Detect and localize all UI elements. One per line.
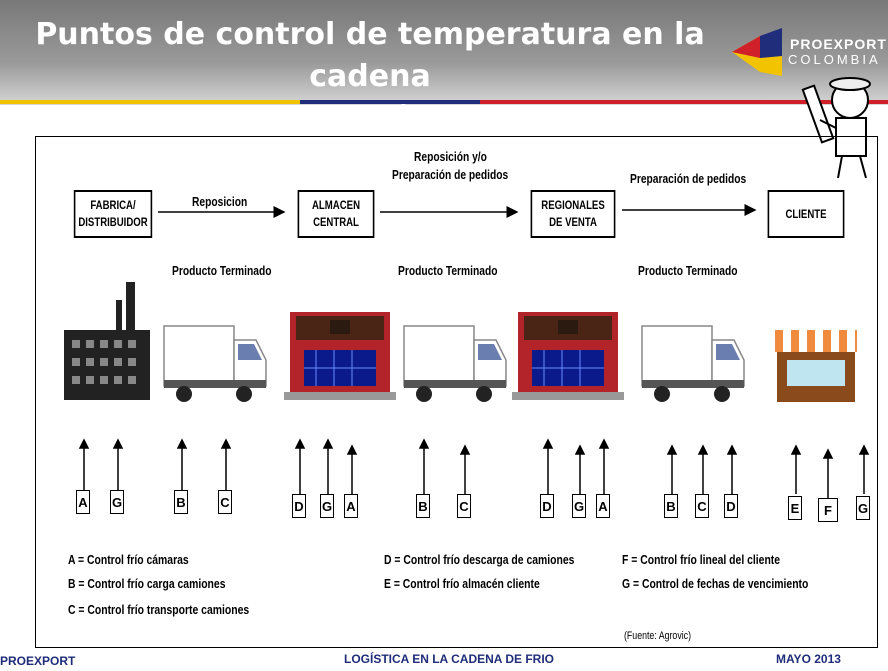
control-box-c: C	[457, 494, 471, 518]
control-arrow	[822, 448, 834, 498]
legend-item-g: G = Control de fechas de vencimiento	[622, 576, 809, 591]
node-label-line1: ALMACEN	[312, 198, 360, 212]
edge-label-reposicion: Reposicion	[192, 195, 248, 209]
node-cliente: CLIENTE	[767, 190, 845, 238]
control-arrow	[858, 444, 870, 494]
node-label-line1: FABRICA/	[90, 198, 136, 212]
control-arrow	[294, 438, 306, 494]
control-arrow	[459, 444, 471, 494]
control-box-g: G	[110, 490, 124, 514]
control-arrow	[726, 444, 738, 494]
control-box-d: D	[724, 494, 738, 518]
node-label-line2: DE VENTA	[549, 215, 597, 229]
control-box-b: B	[416, 494, 430, 518]
control-box-c: C	[218, 490, 232, 514]
node-label-line2: DISTRIBUIDOR	[78, 215, 148, 229]
control-arrow	[78, 438, 90, 490]
control-box-b: B	[664, 494, 678, 518]
footer-brand: PROEXPORT	[0, 654, 76, 668]
control-box-e: E	[788, 496, 802, 520]
control-box-g: G	[320, 494, 334, 518]
truck-icon	[163, 325, 267, 402]
footer-date: MAYO 2013	[776, 652, 841, 666]
node-regionales-de-venta: REGIONALES DE VENTA	[530, 190, 616, 238]
control-arrow	[346, 444, 358, 494]
node-fabrica-distribuidor: FABRICA/ DISTRIBUIDOR	[73, 190, 153, 238]
node-label-line2: CENTRAL	[313, 215, 359, 229]
slide-title: Puntos de control de temperatura en la c…	[20, 14, 720, 140]
slide-title-line1: Puntos de control de temperatura en la c…	[35, 17, 705, 94]
factory-icon	[64, 282, 150, 400]
product-label: Producto Terminado	[398, 264, 498, 278]
control-arrow	[574, 444, 586, 494]
edge-label-preparacion-pedidos: Preparación de pedidos	[392, 168, 509, 182]
legend-item-a: A = Control frío cámaras	[68, 552, 189, 567]
legend-item-d: D = Control frío descarga de camiones	[384, 552, 575, 567]
legend-item-b: B = Control frío carga camiones	[68, 576, 226, 591]
edge-label-reposicion-y-o: Reposición y/o	[414, 150, 487, 164]
control-arrows	[78, 438, 870, 498]
control-box-d: D	[292, 494, 306, 518]
stripe-yellow	[0, 100, 300, 104]
legend-item-e: E = Control frío almacén cliente	[384, 576, 540, 591]
logo-subtitle: COLOMBIA	[788, 52, 881, 67]
control-arrow	[542, 438, 554, 494]
control-box-d: D	[540, 494, 554, 518]
control-box-g: G	[572, 494, 586, 518]
node-label-line1: REGIONALES	[541, 198, 605, 212]
control-arrow	[322, 438, 334, 494]
control-arrow	[418, 438, 430, 494]
node-almacen-central: ALMACEN CENTRAL	[297, 190, 375, 238]
warehouse-icon	[512, 312, 624, 400]
legend-item-c: C = Control frío transporte camiones	[68, 602, 250, 617]
control-box-f: F	[818, 498, 838, 522]
control-arrow	[220, 438, 232, 490]
legend-item-f: F = Control frío lineal del cliente	[622, 552, 781, 567]
control-arrow	[666, 444, 678, 494]
control-arrow	[790, 444, 802, 494]
slide-title-line2: de frío	[314, 101, 426, 136]
stripe-blue	[300, 100, 480, 104]
control-box-a: A	[76, 490, 90, 514]
product-label: Producto Terminado	[172, 264, 272, 278]
truck-icon	[641, 325, 745, 402]
control-arrow	[176, 438, 188, 490]
control-arrow	[112, 438, 124, 490]
source-note: (Fuente: Agrovic)	[624, 630, 692, 642]
edge-label-preparacion-pedidos-2: Preparación de pedidos	[630, 172, 747, 186]
warehouse-icon	[284, 312, 396, 400]
logo-name: PROEXPORT	[790, 36, 887, 52]
stripe-red	[480, 100, 888, 104]
truck-icon	[403, 325, 507, 402]
control-arrow	[598, 438, 610, 494]
control-arrow	[697, 444, 709, 494]
control-box-b: B	[174, 490, 188, 514]
footer-title: LOGÍSTICA EN LA CADENA DE FRIO	[344, 652, 554, 666]
diagram-frame	[35, 136, 878, 648]
control-box-c: C	[695, 494, 709, 518]
control-box-a: A	[596, 494, 610, 518]
control-box-a: A	[344, 494, 358, 518]
product-label: Producto Terminado	[638, 264, 738, 278]
control-box-g: G	[856, 496, 870, 520]
node-label-line1: CLIENTE	[785, 206, 827, 221]
shop-icon	[775, 330, 857, 402]
